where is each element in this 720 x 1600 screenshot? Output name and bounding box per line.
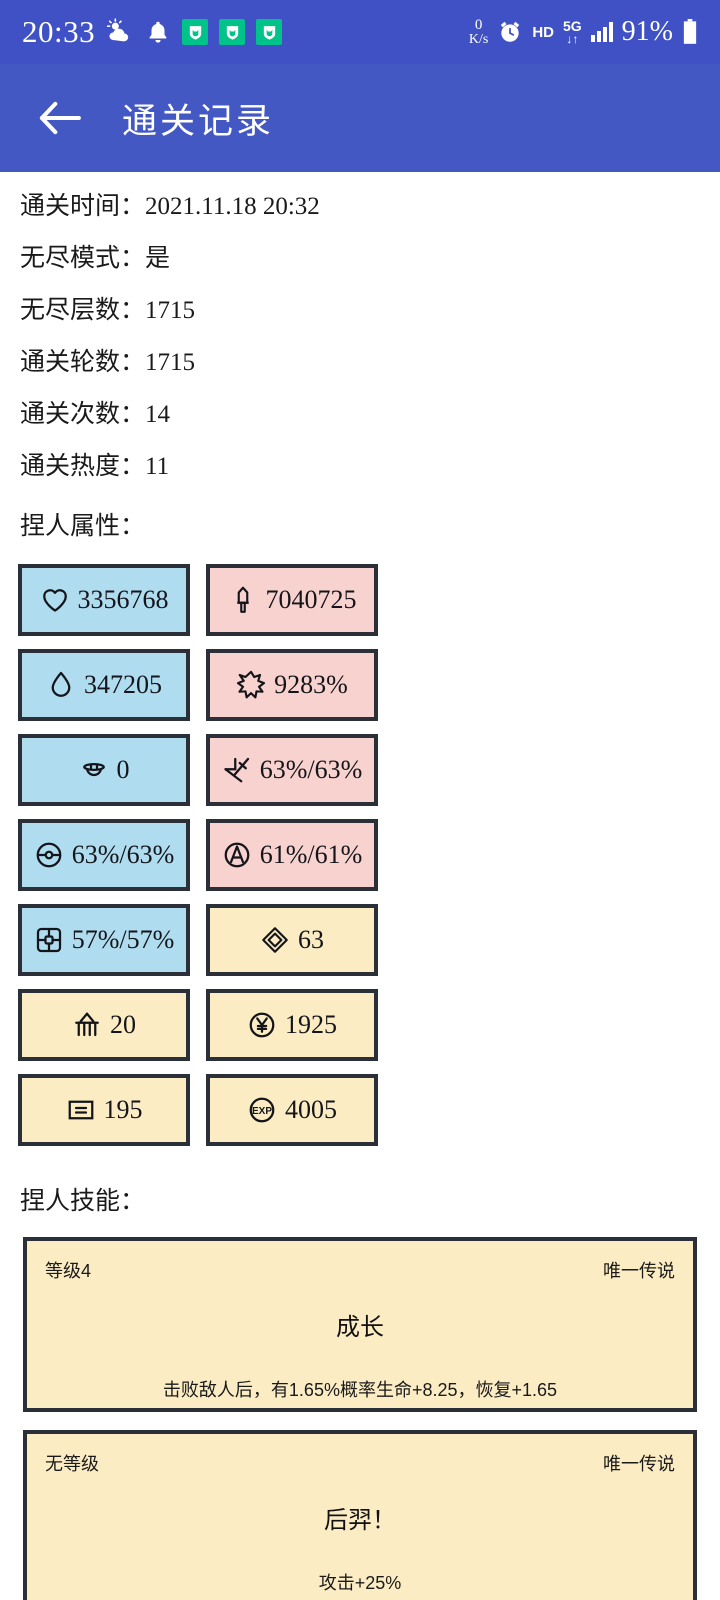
- chip-node-icon: [36, 927, 61, 953]
- stat-card-ticket[interactable]: 195: [18, 1074, 190, 1146]
- stat-value: 63: [298, 925, 324, 954]
- status-time: 20:33: [22, 14, 96, 49]
- stat-card-gem[interactable]: 63: [206, 904, 378, 976]
- stat-value: 3356768: [77, 585, 169, 614]
- heart-icon: [42, 589, 67, 612]
- stat-card-crit[interactable]: 9283%: [206, 649, 378, 721]
- stat-value: 0: [116, 755, 130, 784]
- run-info-list: 通关时间：2021.11.18 20:32 无尽模式：是 无尽层数：1715 通…: [0, 172, 720, 479]
- shield-orb-icon: [36, 842, 62, 868]
- info-row-clear-count: 通关次数：14: [20, 401, 171, 428]
- stat-value: 347205: [84, 670, 162, 699]
- bow-arrow-icon: [224, 757, 249, 783]
- skill-level: 无等级: [45, 1454, 99, 1474]
- skill-name: 成长: [336, 1314, 384, 1341]
- page-title: 通关记录: [122, 101, 275, 141]
- stat-card-hp[interactable]: 3356768: [18, 564, 190, 636]
- status-bar-left: 20:33: [22, 14, 283, 50]
- stat-card-attack[interactable]: 7040725: [206, 564, 378, 636]
- stat-card-pierce[interactable]: 63%/63%: [206, 734, 378, 806]
- alarm-clock-icon: [501, 21, 520, 42]
- bell-icon: [149, 21, 167, 43]
- droplet-icon: [51, 671, 71, 697]
- skill-header: 无等级 唯一传说: [45, 1450, 675, 1476]
- status-bar-right: 0 K/s HD 5G ↓↑ 91%: [469, 16, 698, 48]
- stat-value: 20: [110, 1010, 136, 1039]
- app-bar: 通关记录: [0, 64, 720, 172]
- battery-icon: [683, 19, 697, 44]
- fence-icon: [75, 1012, 99, 1037]
- stat-value: 61%/61%: [259, 840, 363, 869]
- yen-coin-icon: [249, 1012, 275, 1038]
- stat-value: 4005: [285, 1095, 337, 1124]
- signal-bars-icon: [590, 22, 613, 42]
- gem-diamond-icon: [262, 927, 288, 953]
- skill-description: 攻击+25%: [318, 1573, 402, 1593]
- starburst-icon: [237, 670, 266, 699]
- ticket-card-icon: [68, 1100, 93, 1120]
- stat-value: 63%/63%: [71, 840, 175, 869]
- hd-label: HD: [532, 23, 554, 41]
- shield-cat-icon[interactable]: [182, 19, 209, 45]
- skill-level: 等级4: [45, 1261, 92, 1281]
- network-speed-indicator: 0 K/s: [468, 16, 489, 47]
- skill-description: 击败敌人后，有1.65%概率生命+8.25，恢复+1.65: [162, 1380, 558, 1400]
- stat-value: 63%/63%: [259, 755, 363, 784]
- attributes-section-label: 捏人属性：: [20, 513, 146, 540]
- cloud-sun-icon: [107, 18, 129, 42]
- info-row-endless-floor: 无尽层数：1715: [20, 297, 196, 324]
- helmet-icon: [82, 763, 105, 777]
- stat-value: 7040725: [265, 585, 357, 614]
- info-row-clear-time: 通关时间：2021.11.18 20:32: [20, 193, 320, 220]
- sword-icon: [236, 586, 249, 613]
- attributes-grid: 3356768 7040725 347205 9283%: [18, 564, 378, 1146]
- network-speed-unit: K/s: [468, 31, 489, 47]
- network-type-indicator: 5G ↓↑: [563, 19, 582, 45]
- skill-card[interactable]: 等级4 唯一传说 成长 击败敌人后，有1.65%概率生命+8.25，恢复+1.6…: [23, 1237, 697, 1412]
- svg-text:EXP: EXP: [252, 1106, 272, 1117]
- skill-name: 后羿！: [324, 1507, 396, 1534]
- stat-card-coin[interactable]: 1925: [206, 989, 378, 1061]
- stat-card-block[interactable]: 63%/63%: [18, 819, 190, 891]
- status-bar: 20:33: [0, 0, 720, 64]
- stat-card-resist[interactable]: 57%/57%: [18, 904, 190, 976]
- network-type-label: 5G: [562, 18, 582, 34]
- stat-card-mana[interactable]: 347205: [18, 649, 190, 721]
- skill-rarity: 唯一传说: [603, 1261, 675, 1281]
- stat-card-defense[interactable]: 0: [18, 734, 190, 806]
- stat-value: 195: [103, 1095, 143, 1124]
- stat-card-accuracy[interactable]: 61%/61%: [206, 819, 378, 891]
- exp-badge-icon: EXP: [249, 1097, 275, 1123]
- back-arrow-icon[interactable]: [38, 100, 82, 136]
- battery-percent: 91%: [621, 16, 673, 47]
- skills-section-label: 捏人技能：: [20, 1188, 146, 1215]
- stat-card-exp[interactable]: EXP 4005: [206, 1074, 378, 1146]
- circle-a-icon: [224, 842, 250, 868]
- shield-cat-icon[interactable]: [256, 19, 283, 45]
- stat-value: 57%/57%: [71, 925, 175, 954]
- skill-card[interactable]: 无等级 唯一传说 后羿！ 攻击+25%: [23, 1430, 697, 1600]
- shield-cat-icon[interactable]: [219, 19, 246, 45]
- skill-rarity: 唯一传说: [603, 1454, 675, 1474]
- stat-value: 1925: [285, 1010, 337, 1039]
- network-speed-value: 0: [474, 16, 483, 33]
- network-arrows: ↓↑: [566, 32, 579, 46]
- stat-card-level[interactable]: 20: [18, 989, 190, 1061]
- info-row-clear-heat: 通关热度：11: [20, 453, 170, 480]
- info-row-endless-mode: 无尽模式：是: [20, 245, 171, 272]
- info-row-clear-rounds: 通关轮数：1715: [20, 349, 196, 376]
- skill-header: 等级4 唯一传说: [45, 1257, 675, 1283]
- stat-value: 9283%: [274, 670, 348, 699]
